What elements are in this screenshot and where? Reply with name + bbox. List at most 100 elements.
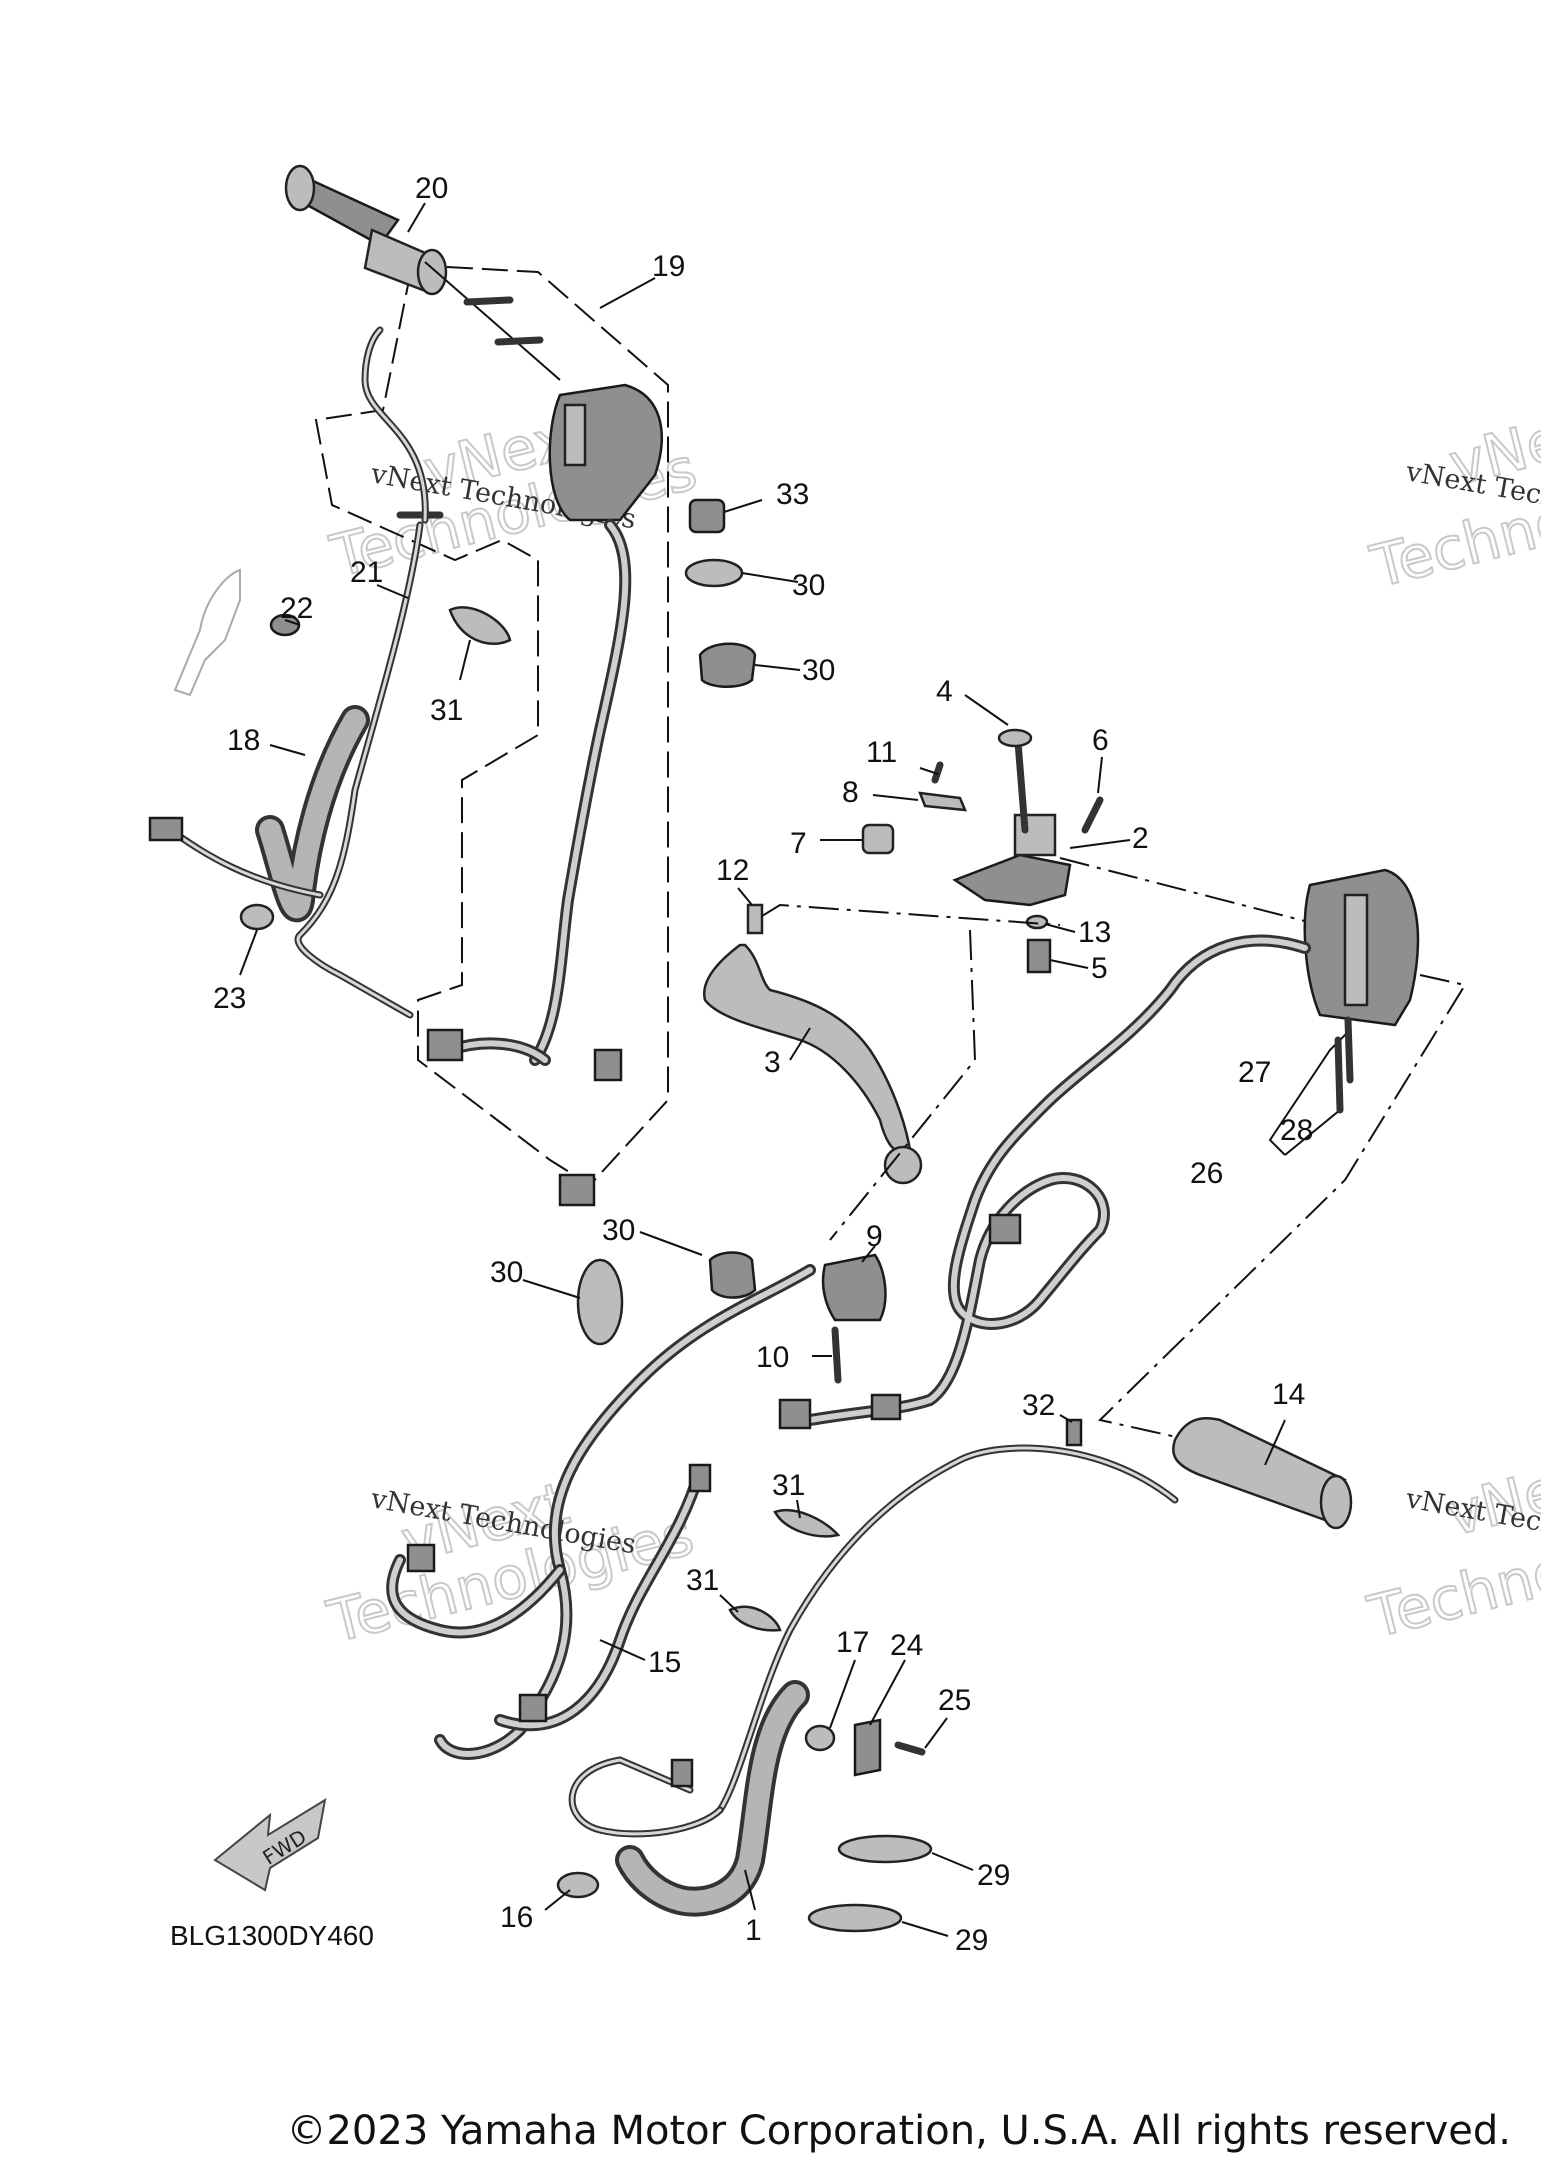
connector: [988, 1213, 1022, 1245]
callout-15: 15: [648, 1646, 681, 1679]
clutch-switch: [821, 1253, 887, 1322]
callout-16: 16: [500, 1901, 533, 1934]
callout-30b: 30: [802, 654, 835, 687]
callout-28: 28: [1280, 1114, 1313, 1147]
callout-31c: 31: [686, 1564, 719, 1597]
callout-10: 10: [756, 1341, 789, 1374]
callout-24: 24: [890, 1629, 923, 1662]
connector: [593, 1048, 623, 1082]
callouts: 1 2 3 4 5 6 7 8 9 10 11 12 13 14 15 16 1…: [213, 172, 1313, 1957]
callout-14: 14: [1272, 1378, 1305, 1411]
callout-22: 22: [280, 592, 313, 625]
band-29: [807, 1903, 903, 1933]
callout-7: 7: [790, 827, 807, 860]
callout-29a: 29: [977, 1859, 1010, 1892]
callout-1: 1: [745, 1914, 762, 1947]
alignment-line: [761, 903, 1061, 926]
cap-33: [688, 498, 726, 534]
clip-8: [918, 791, 967, 812]
bolt-6: [1081, 796, 1104, 834]
screw-28: [1334, 1036, 1344, 1114]
connector: [558, 1173, 596, 1207]
ring-30: [708, 1251, 757, 1299]
bolt-4: [1014, 738, 1029, 834]
alignment-line: [1097, 974, 1467, 1441]
fwd-arrow-icon: FWD: [213, 1797, 327, 1892]
callout-29b: 29: [955, 1924, 988, 1957]
leader: [424, 261, 561, 381]
clamp-23: [239, 903, 275, 931]
spring-12: [746, 903, 764, 935]
clamp-16: [556, 1871, 600, 1899]
callout-31a: 31: [430, 694, 463, 727]
group-26-bracket: [1284, 1109, 1341, 1156]
callout-17: 17: [836, 1626, 869, 1659]
leader-lines: [239, 202, 1286, 1937]
figure-code: BLG1300DY460: [170, 1920, 374, 1951]
callout-30a: 30: [792, 569, 825, 602]
band-29: [837, 1834, 933, 1864]
callout-13: 13: [1078, 916, 1111, 949]
connector: [518, 1693, 548, 1723]
clamp-17: [804, 1724, 836, 1752]
callout-3: 3: [764, 1046, 781, 1079]
connector: [688, 1463, 712, 1493]
callout-21: 21: [350, 556, 383, 589]
throttle-grip: [284, 164, 448, 296]
callout-26: 26: [1190, 1157, 1223, 1190]
connector: [870, 1393, 902, 1421]
callout-8: 8: [842, 776, 859, 809]
copyright-notice: ©2023 Yamaha Motor Corporation, U.S.A. A…: [286, 2108, 1511, 2154]
switch-cable: [529, 519, 632, 1066]
connector: [778, 1398, 812, 1430]
callout-25: 25: [938, 1684, 971, 1717]
band-31: [728, 1605, 782, 1632]
callout-33: 33: [776, 478, 809, 511]
watermark-bottom-right: Technologies vNext: [1361, 1441, 1541, 1652]
callout-18: 18: [227, 724, 260, 757]
callout-31b: 31: [772, 1469, 805, 1502]
bolt-25: [894, 1741, 926, 1756]
callout-32: 32: [1022, 1389, 1055, 1422]
callout-23: 23: [213, 982, 246, 1015]
band-31: [773, 1509, 841, 1538]
screw-27: [1344, 1016, 1354, 1084]
callout-11: 11: [866, 736, 897, 769]
ring-30: [684, 558, 744, 588]
callout-30d: 30: [490, 1256, 523, 1289]
callout-27: 27: [1238, 1056, 1271, 1089]
screw-11: [931, 761, 944, 784]
clutch-lever-holder: [952, 813, 1072, 907]
knob-7: [861, 823, 895, 855]
connector: [426, 1028, 464, 1062]
callout-4: 4: [936, 675, 953, 708]
part-32: [1065, 1418, 1083, 1447]
ring-30: [576, 1258, 624, 1346]
right-grip: [1172, 1416, 1353, 1530]
alignment-line: [829, 929, 977, 1241]
connector: [148, 816, 184, 842]
callout-19: 19: [652, 250, 685, 283]
callout-20: 20: [415, 172, 448, 205]
callout-2: 2: [1132, 822, 1149, 855]
ring-30: [698, 642, 757, 688]
clutch-lever: [702, 943, 912, 1154]
callout-5: 5: [1091, 952, 1108, 985]
right-switch-housing: [1303, 868, 1420, 1027]
callout-30c: 30: [602, 1214, 635, 1247]
assembly-19-outline: [314, 264, 669, 1187]
connector: [406, 1543, 436, 1573]
throttle-cable-lower: [716, 1444, 1179, 1814]
bracket-24: [853, 1718, 882, 1777]
alignment-line: [1059, 857, 1321, 926]
ghost-part: [173, 568, 241, 697]
connector: [670, 1758, 694, 1788]
band: [448, 606, 512, 645]
screws-group: [396, 296, 544, 519]
left-switch-housing: [548, 383, 663, 522]
callout-9: 9: [866, 1220, 883, 1253]
collar-5: [1026, 938, 1052, 974]
callout-12: 12: [716, 854, 749, 887]
callout-6: 6: [1092, 724, 1109, 757]
